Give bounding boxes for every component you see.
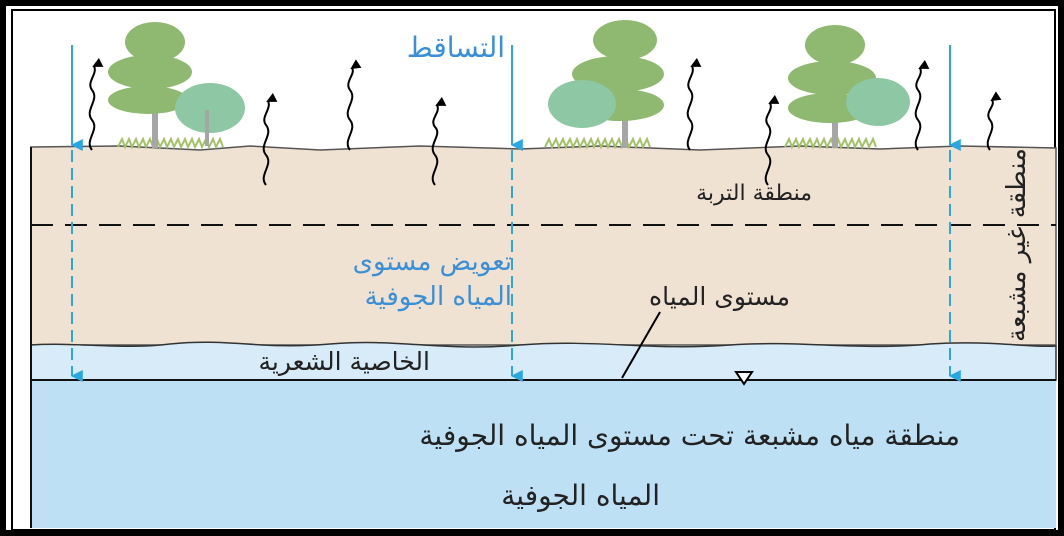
precipitation-arrow-icon <box>70 45 961 151</box>
capillary-fringe-label: الخاصية الشعرية <box>258 347 430 376</box>
water-table-label: مستوى المياه <box>649 282 790 311</box>
recharge-label-line2: المياه الجوفية <box>365 282 512 312</box>
shrub-icon <box>175 83 245 146</box>
groundwater-label: المياه الجوفية <box>501 479 660 512</box>
water-table-marker-icon <box>734 371 754 386</box>
soil-zone <box>30 145 1057 346</box>
saturated-zone-label: منطقة مياه مشبعة تحت مستوى المياه الجوفي… <box>419 419 960 452</box>
capillary-fringe-zone <box>30 341 1057 381</box>
recharge-label-line1: تعويض مستوى <box>353 247 512 277</box>
precipitation-label: التساقط <box>407 31 505 64</box>
infiltration-arrow-icon <box>70 150 961 382</box>
saturated-zone <box>31 380 1056 528</box>
soil-zone-label: منطقة التربة <box>696 181 812 206</box>
unsaturated-zone-label: منطقة غير مشبعة <box>1002 148 1032 342</box>
shrub-icon <box>548 80 616 128</box>
evaporation-arrow-icon <box>88 57 1002 186</box>
water-table-leader <box>621 311 661 379</box>
shrub-icon <box>846 78 910 126</box>
tree-icon <box>108 22 192 148</box>
